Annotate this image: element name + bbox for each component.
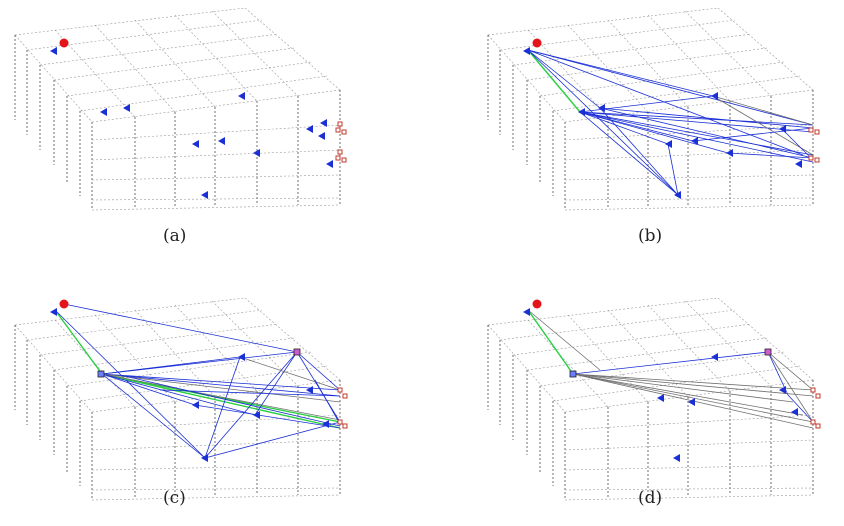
caption-d: (d): [638, 488, 663, 508]
node-square: [569, 370, 577, 378]
target-cluster-lower: [335, 149, 347, 163]
target-cluster-upper: [335, 121, 347, 135]
node-square: [764, 348, 772, 356]
panel-b: [487, 7, 820, 211]
caption-c: (c): [163, 488, 186, 508]
panel-a: [14, 7, 347, 211]
start-point: [59, 299, 69, 309]
panel-d: [487, 297, 821, 501]
node-square: [97, 370, 105, 378]
node-square: [293, 348, 301, 356]
caption-a: (a): [163, 226, 187, 246]
start-point: [532, 38, 542, 48]
caption-b: (b): [638, 226, 663, 246]
start-point: [59, 38, 69, 48]
start-point: [532, 299, 542, 309]
panel-c: [14, 297, 348, 501]
